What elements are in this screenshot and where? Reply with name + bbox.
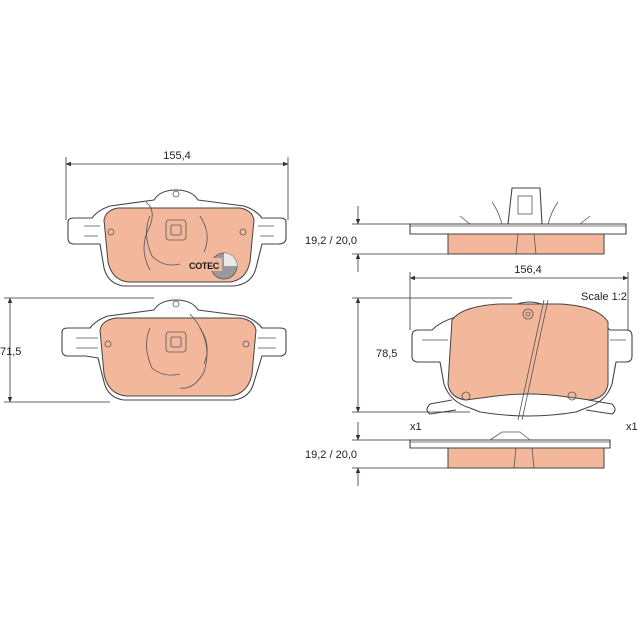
spring-clip [507, 187, 543, 225]
right-height-dimension: 78,5 [352, 297, 512, 413]
right-width-label: 156,4 [514, 264, 542, 276]
left-height-label: 71,5 [0, 346, 21, 358]
cotec-logo: COTEC [188, 252, 238, 280]
left-upper-brake-pad: COTEC [67, 189, 287, 287]
right-bottom-thickness-label: 19,2 / 20,0 [305, 449, 357, 461]
right-upper-side-view [409, 187, 627, 255]
right-pad-friction-lining [447, 303, 609, 401]
wear-indicator-right [585, 399, 616, 415]
right-bottom-thickness-dimension: 19,2 / 20,0 [305, 422, 448, 486]
right-width-dimension: 156,4 [409, 264, 629, 330]
lower-side-lining [447, 447, 605, 469]
quantity-left-label: x1 [410, 421, 422, 433]
right-top-thickness-dimension: 19,2 / 20,0 [305, 206, 448, 272]
wear-indicator-left [426, 399, 457, 415]
scale-label: Scale 1:2 [581, 291, 627, 303]
upper-side-backplate [409, 223, 627, 235]
right-lower-side-view [409, 431, 611, 469]
lower-side-backplate [409, 439, 611, 449]
left-width-label: 155,4 [163, 150, 191, 162]
right-back-view-pad [411, 299, 633, 421]
left-width-dimension: 155,4 [65, 150, 289, 220]
cotec-logo-text: COTEC [189, 261, 220, 271]
right-top-thickness-label: 19,2 / 20,0 [305, 235, 357, 247]
lower-pad-friction-lining [99, 317, 257, 397]
upper-side-lining [447, 233, 605, 255]
quantity-right-label: x1 [626, 421, 638, 433]
left-lower-brake-pad [61, 299, 287, 401]
right-height-label: 78,5 [376, 348, 397, 360]
left-height-dimension: 71,5 [0, 297, 154, 403]
